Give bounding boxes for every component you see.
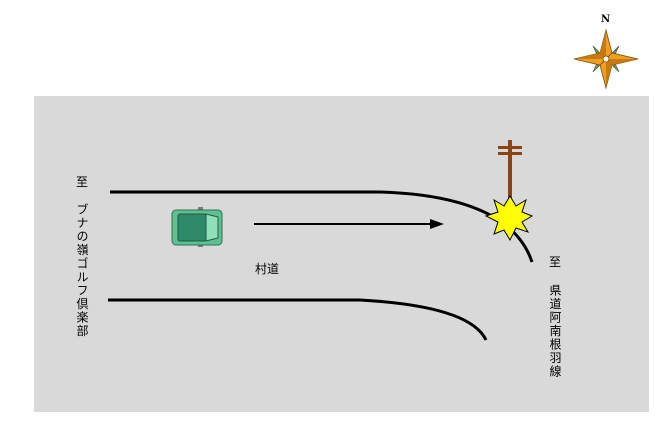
west-to-label: 至 xyxy=(76,175,89,189)
road-name-label: 村道 xyxy=(255,262,280,276)
east-to-label: 至 xyxy=(549,255,562,269)
arrow-right-icon xyxy=(254,219,444,229)
car-icon xyxy=(171,207,223,247)
east-destination-label: 県道阿南根羽線 xyxy=(548,284,562,379)
road-edge-south xyxy=(108,298,488,341)
ground-area xyxy=(34,96,649,412)
utility-pole-icon xyxy=(498,140,522,208)
west-destination-label: ブナの嶺ゴルフ倶楽部 xyxy=(75,203,89,338)
road-edge-north xyxy=(110,190,534,263)
compass-north-label: N xyxy=(601,14,611,25)
collision-burst-icon xyxy=(484,195,534,242)
compass-rose-icon xyxy=(573,28,639,90)
